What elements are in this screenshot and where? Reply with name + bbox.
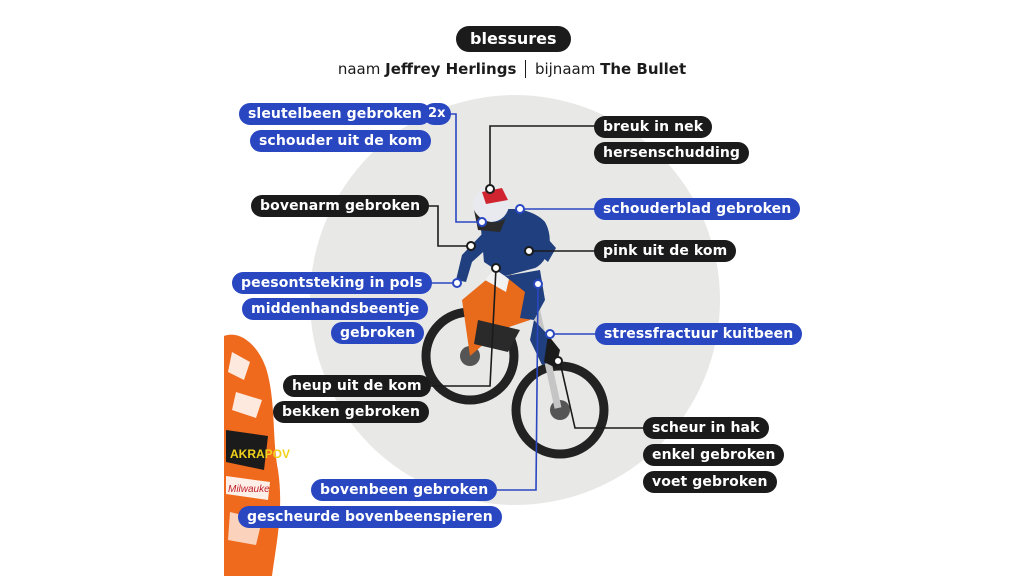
label-spieren: gescheurde bovenbeenspieren: [238, 506, 502, 528]
rider-name: Jeffrey Herlings: [385, 60, 517, 78]
separator: [525, 60, 527, 78]
label-heup: heup uit de kom: [283, 375, 431, 397]
svg-text:AKRAPOV: AKRAPOV: [230, 447, 290, 461]
name-label: naam: [337, 60, 381, 78]
label-hak: scheur in hak: [643, 417, 769, 439]
svg-text:Milwauke: Milwauke: [228, 484, 270, 495]
label-bovenbeen: bovenbeen gebroken: [311, 479, 498, 501]
dot-pees: [452, 278, 462, 288]
dot-heup: [491, 263, 501, 273]
label-schouderblad: schouderblad gebroken: [594, 198, 801, 220]
nickname-label: bijnaam: [534, 60, 596, 78]
rider-nickname: The Bullet: [600, 60, 687, 78]
label-enkel: enkel gebroken: [643, 444, 785, 466]
label-nek: breuk in nek: [594, 116, 713, 138]
label-midden1: middenhandsbeentje: [242, 298, 429, 320]
dot-bovenbeen: [533, 279, 543, 289]
label-schouder: schouder uit de kom: [250, 130, 432, 152]
badge-2x: 2x: [423, 103, 451, 125]
label-sleutelbeen: sleutelbeen gebroken: [239, 103, 431, 125]
dot-schouderblad: [515, 204, 525, 214]
dot-pink: [524, 246, 534, 256]
dot-hak: [553, 356, 563, 366]
orange-rider-partial: AKRAPOV Milwauke: [224, 334, 290, 576]
dot-bovenarm: [466, 241, 476, 251]
label-voet: voet gebroken: [643, 471, 777, 493]
label-pees: peesontsteking in pols: [232, 272, 432, 294]
dot-nek: [485, 184, 495, 194]
dot-sleutelbeen: [477, 217, 487, 227]
label-pink: pink uit de kom: [594, 240, 737, 262]
label-bovenarm: bovenarm gebroken: [251, 195, 430, 217]
label-midden2: gebroken: [331, 322, 425, 344]
label-hersen: hersenschudding: [594, 142, 750, 164]
dot-kuitbeen: [545, 329, 555, 339]
title-badge: blessures: [456, 26, 571, 52]
label-bekken: bekken gebroken: [273, 401, 430, 423]
subtitle: naam Jeffrey Herlings bijnaam The Bullet: [0, 60, 1024, 78]
label-kuitbeen: stressfractuur kuitbeen: [595, 323, 803, 345]
